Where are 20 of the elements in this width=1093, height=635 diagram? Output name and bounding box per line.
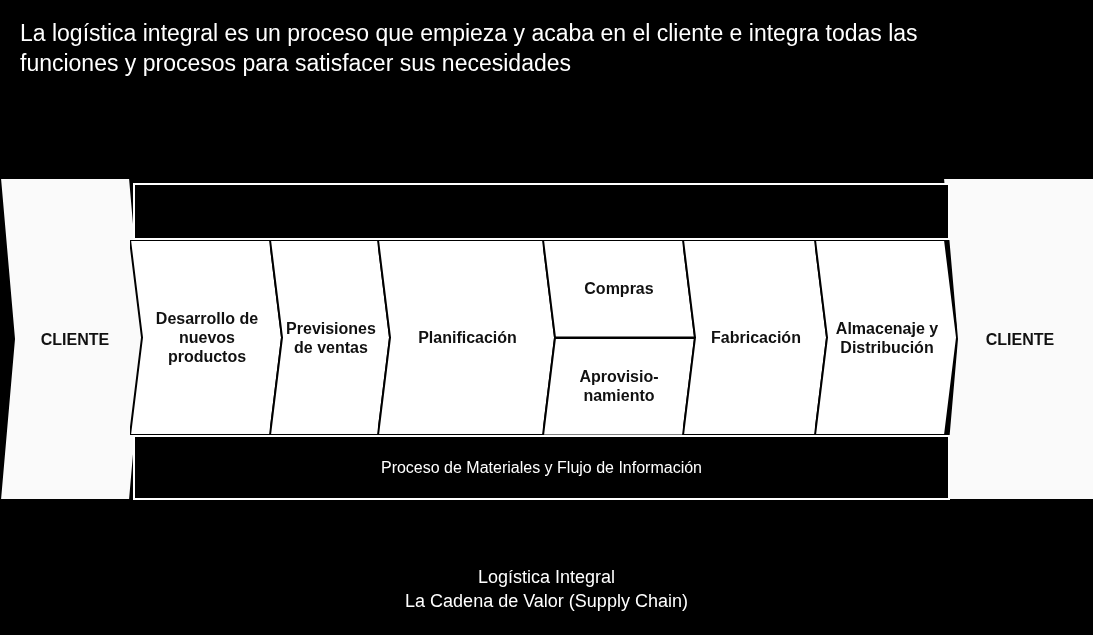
chevron-box [683, 240, 827, 435]
chevron-box [543, 240, 695, 338]
step-label: Aprovisio- namiento [578, 367, 660, 406]
bar-label: Proceso de Materiales y Flujo de Información [380, 458, 702, 477]
step-label: Planificación [418, 328, 517, 347]
process-bar [133, 435, 950, 500]
step-label: CLIENTE [985, 329, 1055, 349]
step-label: Desarrollo de nuevos productos [154, 309, 260, 366]
heading: La logística integral es un proceso que empieza y acaba en el cliente e integra todas las funciones y procesos para satisfacer sus necesidades [20, 19, 919, 78]
step-label: Almacenaje y Distribución [834, 318, 940, 357]
step-label: CLIENTE [40, 329, 110, 349]
subtitle: La Cadena de Valor (Supply Chain) [405, 591, 688, 611]
chevron-box [943, 178, 1093, 500]
chevron-box [815, 240, 957, 435]
step-label: Compras [584, 279, 654, 299]
caption: Logística Integral [477, 566, 616, 589]
empty-bar [133, 183, 950, 240]
step-label: Fabricación [711, 328, 801, 347]
chevron-box [0, 178, 144, 500]
chevron-box [130, 240, 282, 435]
